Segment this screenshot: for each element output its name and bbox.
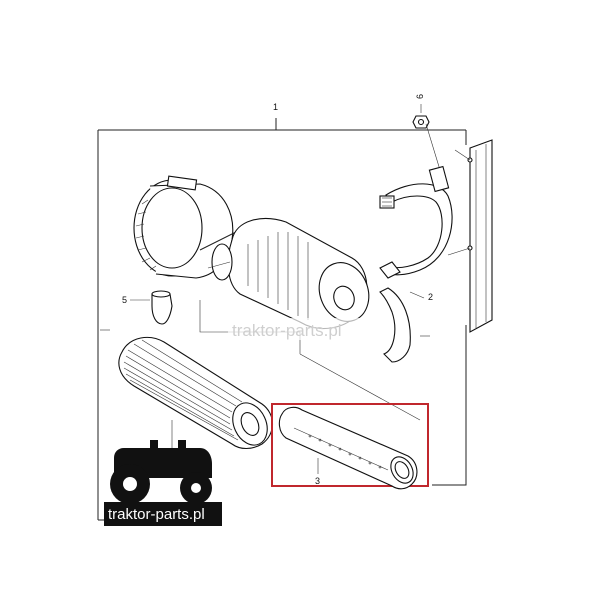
watermark-badge: traktor-parts.pl [228, 318, 368, 340]
band-clamp-part [379, 165, 453, 363]
safety-filter-element-part [278, 406, 418, 490]
end-cover-part [133, 175, 241, 279]
logo-text: traktor-parts.pl [108, 506, 205, 523]
filter-canister-part [207, 218, 370, 329]
cover-ribs [135, 199, 157, 271]
leader-2 [409, 291, 425, 299]
callout-3: 3 [315, 476, 320, 486]
callout-2: 2 [428, 292, 433, 302]
callout-1: 1 [273, 102, 278, 112]
watermark-text: traktor-parts.pl [232, 321, 342, 340]
safety-filter-perforations [308, 434, 382, 469]
canister-ribs [247, 232, 309, 320]
mounting-bracket [447, 139, 493, 333]
callout-6: 6 [415, 94, 425, 99]
callout-5: 5 [122, 295, 127, 305]
filter-pleats [123, 339, 243, 441]
nut-part: 6 [412, 94, 441, 171]
primary-filter-element-part [118, 336, 274, 450]
tractor-logo: traktor-parts.pl [104, 440, 222, 526]
dust-valve-part: 5 [122, 290, 173, 325]
highlight-box [271, 403, 429, 487]
